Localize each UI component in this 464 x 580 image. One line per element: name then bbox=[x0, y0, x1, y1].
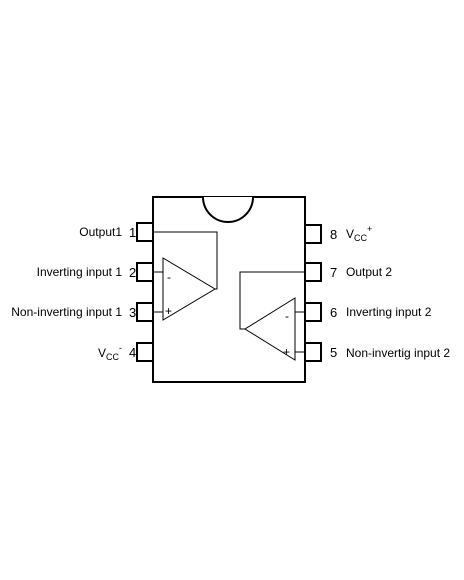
pin-4-label-sup: - bbox=[119, 343, 122, 353]
pin-5-number: 5 bbox=[330, 345, 337, 360]
pin-3-number: 3 bbox=[129, 305, 136, 320]
pin-8-number: 8 bbox=[330, 227, 337, 242]
pin-1-label: Output1 bbox=[79, 225, 122, 239]
pin-4-label-main: V bbox=[98, 346, 106, 360]
opamp-2-minus-sign: - bbox=[285, 309, 289, 323]
opamp-2-plus-sign: + bbox=[283, 345, 290, 359]
pin-7-lead bbox=[304, 262, 322, 282]
pin-2-lead bbox=[136, 262, 154, 282]
pin-1-number: 1 bbox=[129, 225, 136, 240]
pin-3-lead bbox=[136, 302, 154, 322]
opamp-1-output-wire bbox=[153, 231, 218, 290]
pin-8-label-main: V bbox=[346, 227, 354, 241]
pin-2-number: 2 bbox=[129, 265, 136, 280]
opamp-2-symbol bbox=[244, 297, 296, 361]
opamp-1-symbol bbox=[162, 257, 216, 321]
pin-4-lead bbox=[136, 342, 154, 362]
pin-8-lead bbox=[304, 224, 322, 244]
pin-7-number: 7 bbox=[330, 265, 337, 280]
pin-8-label-sup: + bbox=[367, 224, 372, 234]
pin-7-label: Output 2 bbox=[346, 265, 392, 279]
pin-8-label-sub: CC bbox=[354, 233, 367, 243]
pin-2-label: Inverting input 1 bbox=[37, 265, 123, 279]
pin-4-label-sub: CC bbox=[106, 352, 119, 362]
pin-4-label: VCC- bbox=[98, 343, 122, 362]
pin-3-label: Non-inverting input 1 bbox=[11, 305, 122, 319]
orientation-notch bbox=[202, 196, 254, 223]
pin-4-number: 4 bbox=[129, 345, 136, 360]
pin-5-lead bbox=[304, 342, 322, 362]
opamp-1-minus-sign: - bbox=[167, 270, 171, 284]
pin-1-lead bbox=[136, 222, 154, 242]
pin-5-label: Non-invertig input 2 bbox=[346, 346, 450, 360]
opamp-1-plus-sign: + bbox=[165, 304, 172, 318]
opamp-2-output-wire bbox=[239, 271, 305, 330]
pin-6-label: Inverting input 2 bbox=[346, 305, 432, 319]
pin-6-lead bbox=[304, 302, 322, 322]
pin-6-number: 6 bbox=[330, 305, 337, 320]
pin-8-label: VCC+ bbox=[346, 224, 372, 243]
